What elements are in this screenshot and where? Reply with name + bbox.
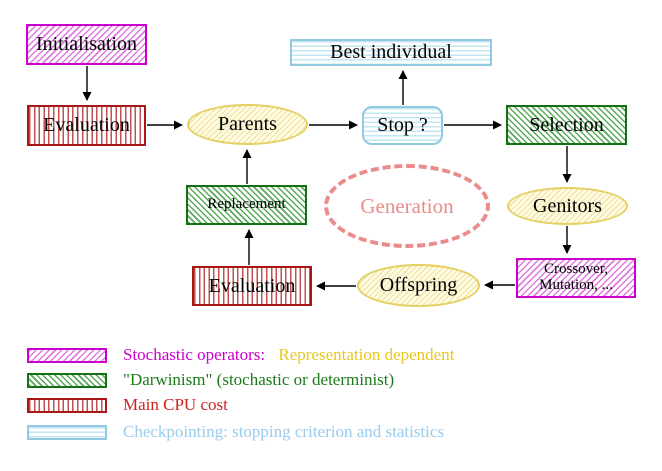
node-evaluation-top: Evaluation [27, 105, 146, 146]
legend-row-darwinism: "Darwinism" (stochastic or determinist) [27, 370, 395, 389]
legend-row-checkpointing: Checkpointing: stopping criterion and st… [27, 422, 445, 441]
legend-text-stochastic-operators: Stochastic operators: [123, 345, 266, 364]
node-stop: Stop ? [362, 106, 443, 145]
node-parents: Parents [187, 104, 308, 145]
node-initialisation: Initialisation [26, 24, 147, 65]
generation-label: Generation [360, 193, 454, 218]
legend-row-cpu-cost: Main CPU cost [27, 395, 228, 414]
node-selection: Selection [506, 105, 627, 145]
crossover-line2: Mutation, ... [539, 277, 613, 293]
node-genitors: Genitors [507, 187, 628, 225]
legend-swatch-cyan-stripes [27, 424, 107, 440]
node-replacement: Replacement [186, 185, 307, 225]
legend-swatch-green-hatch [27, 372, 107, 388]
node-best-individual: Best individual [290, 39, 492, 66]
legend-text-checkpointing: Checkpointing: stopping criterion and st… [123, 422, 445, 441]
node-offspring: Offspring [357, 264, 480, 307]
legend-label-stochastic: Stochastic operators: Representation dep… [123, 345, 454, 365]
node-crossover-mutation: Crossover, Mutation, ... [516, 258, 636, 298]
node-evaluation-bottom: Evaluation [192, 266, 312, 306]
legend-swatch-magenta-hatch [27, 347, 107, 363]
legend-swatch-red-stripes [27, 397, 107, 413]
legend-text-representation-dependent: Representation dependent [278, 345, 455, 364]
legend-row-stochastic: Stochastic operators: Representation dep… [27, 345, 454, 365]
generation-loop-ellipse: Generation [324, 164, 490, 248]
legend-text-darwinism: "Darwinism" (stochastic or determinist) [123, 370, 395, 389]
crossover-line1: Crossover, [544, 261, 608, 278]
legend-text-cpu-cost: Main CPU cost [123, 395, 228, 414]
